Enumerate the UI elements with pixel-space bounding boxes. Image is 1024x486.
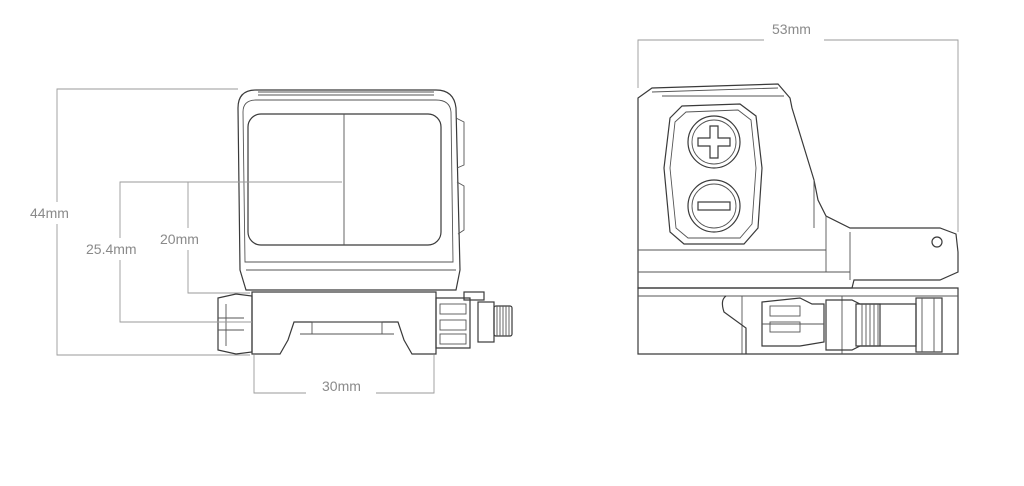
side-view xyxy=(637,83,959,355)
side-button-panel xyxy=(663,103,763,245)
front-mount-base xyxy=(251,291,437,355)
side-mount-base xyxy=(637,287,959,355)
side-dimensions xyxy=(637,20,959,232)
front-housing xyxy=(237,89,461,291)
label-height-window: 20mm xyxy=(160,231,199,247)
side-button-upper xyxy=(455,117,465,169)
label-height-rail: 25.4mm xyxy=(86,241,137,257)
minus-button-icon xyxy=(687,179,741,233)
front-lens-window xyxy=(247,113,442,246)
side-screw xyxy=(931,236,943,248)
front-dimensions xyxy=(22,88,435,398)
label-height-overall: 44mm xyxy=(30,205,69,221)
front-crossbolt-knob xyxy=(493,305,513,337)
side-crossbolt-knob xyxy=(825,297,943,353)
front-crossbolt-clamp xyxy=(435,297,471,349)
side-crossbolt-plate xyxy=(761,297,825,347)
side-button-lower xyxy=(456,181,465,235)
side-housing xyxy=(637,83,959,289)
label-width-base: 30mm xyxy=(322,378,361,394)
label-length-overall: 53mm xyxy=(772,21,811,37)
plus-button-icon xyxy=(687,115,741,169)
front-view xyxy=(217,89,513,355)
front-left-clamp xyxy=(217,293,253,355)
